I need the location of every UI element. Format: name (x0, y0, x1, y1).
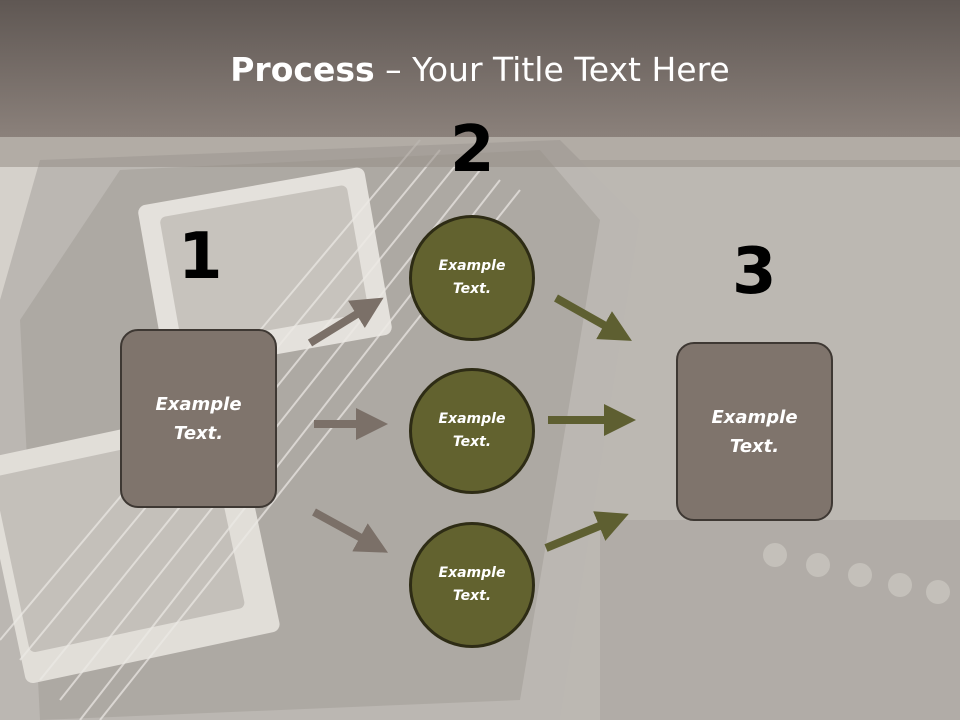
circle-middle-text: Example Text. (438, 411, 506, 450)
step-3-text: Example Text. (711, 406, 798, 457)
arrow-bottom-to-3 (544, 511, 629, 552)
step-2-circle-middle: Example Text. (409, 368, 535, 494)
slide-title: Process – Your Title Text Here (0, 50, 960, 89)
title-bold: Process (230, 50, 375, 89)
arrow-1-to-top (307, 297, 384, 347)
step-2-circle-bottom: Example Text. (409, 522, 535, 648)
step-1-box: Example Text. (120, 329, 277, 508)
title-band (0, 0, 960, 137)
step-1-text: Example Text. (155, 393, 242, 444)
arrow-top-to-3 (554, 294, 632, 341)
title-strip (0, 137, 960, 167)
circle-top-text: Example Text. (438, 258, 506, 297)
step-number-3: 3 (732, 235, 777, 309)
step-number-2: 2 (450, 113, 495, 187)
title-rest: – Your Title Text Here (374, 50, 730, 89)
circle-bottom-text: Example Text. (438, 565, 506, 604)
step-number-1: 1 (178, 220, 223, 294)
step-3-box: Example Text. (676, 342, 833, 521)
arrow-1-to-bottom (312, 508, 389, 553)
step-2-circle-top: Example Text. (409, 215, 535, 341)
